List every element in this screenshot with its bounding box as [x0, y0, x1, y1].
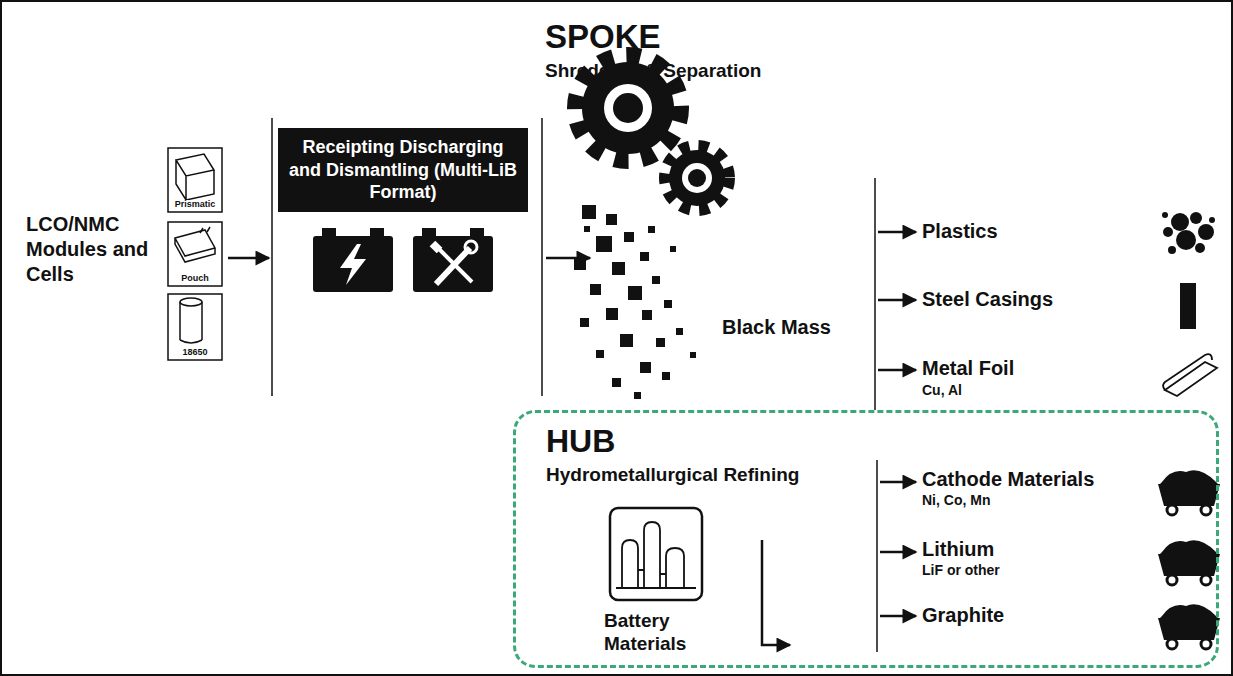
output-label: Graphite [922, 604, 1004, 627]
bracket-line [541, 118, 543, 396]
cell-format-box: 18650 [168, 294, 222, 360]
flow-arrow [228, 257, 269, 260]
hub-title: HUB [546, 425, 615, 457]
pouch-icon [168, 222, 222, 286]
format-label: 18650 [180, 348, 209, 358]
mine-cart-icons [1158, 470, 1220, 649]
flow-arrow [880, 551, 916, 554]
section-subtitle: Shredding & Separation [545, 60, 761, 82]
bracket-line [874, 178, 876, 410]
bracket-line [271, 118, 273, 396]
input-label: LCO/NMC Modules and Cells [26, 212, 156, 287]
output-detail: Cu, Al [922, 382, 962, 398]
hub-region: HUB Hydrometallurgical RefiningBattery Ma… [513, 410, 1219, 668]
hub-subtitle: Hydrometallurgical Refining [546, 465, 799, 486]
cell-format-box: Pouch [168, 222, 222, 286]
flow-arrow [880, 615, 916, 618]
cell-format-box: Prismatic [168, 148, 222, 212]
process-box: Receipting Discharging and Dismantling (… [278, 128, 528, 212]
flow-arrow [878, 231, 916, 234]
refinery-label: Battery Materials [604, 610, 716, 656]
output-label: Lithium [922, 538, 994, 561]
flow-arrow [878, 369, 916, 372]
flow-arrow [762, 540, 790, 645]
battery-tools-icon [413, 228, 493, 292]
prismatic-icon [168, 148, 222, 212]
refinery-icon [610, 508, 702, 600]
material-label: Black Mass [722, 316, 831, 339]
process-label: Receipting Discharging and Dismantling (… [286, 136, 520, 204]
format-label: Pouch [179, 274, 211, 284]
battery-charge-icon [313, 228, 393, 292]
black-mass-particles [574, 205, 696, 399]
refinery-node: Battery Materials [604, 508, 716, 658]
plastics-icon [1162, 212, 1215, 254]
section-title: SPOKE [545, 18, 661, 56]
cylinder-cell-icon [168, 294, 222, 360]
output-label: Cathode Materials [922, 468, 1094, 491]
output-label: Steel Casings [922, 288, 1053, 311]
bracket-line [876, 460, 878, 652]
output-label: Plastics [922, 220, 998, 243]
output-detail: Ni, Co, Mn [922, 492, 990, 508]
output-detail: LiF or other [922, 562, 1000, 578]
flow-arrow [878, 299, 916, 302]
steel-casing-icon [1180, 283, 1196, 329]
output-label: Metal Foil [922, 357, 1014, 380]
format-label: Prismatic [173, 200, 218, 210]
flow-arrow [880, 481, 916, 484]
metal-foil-icon [1163, 354, 1217, 396]
